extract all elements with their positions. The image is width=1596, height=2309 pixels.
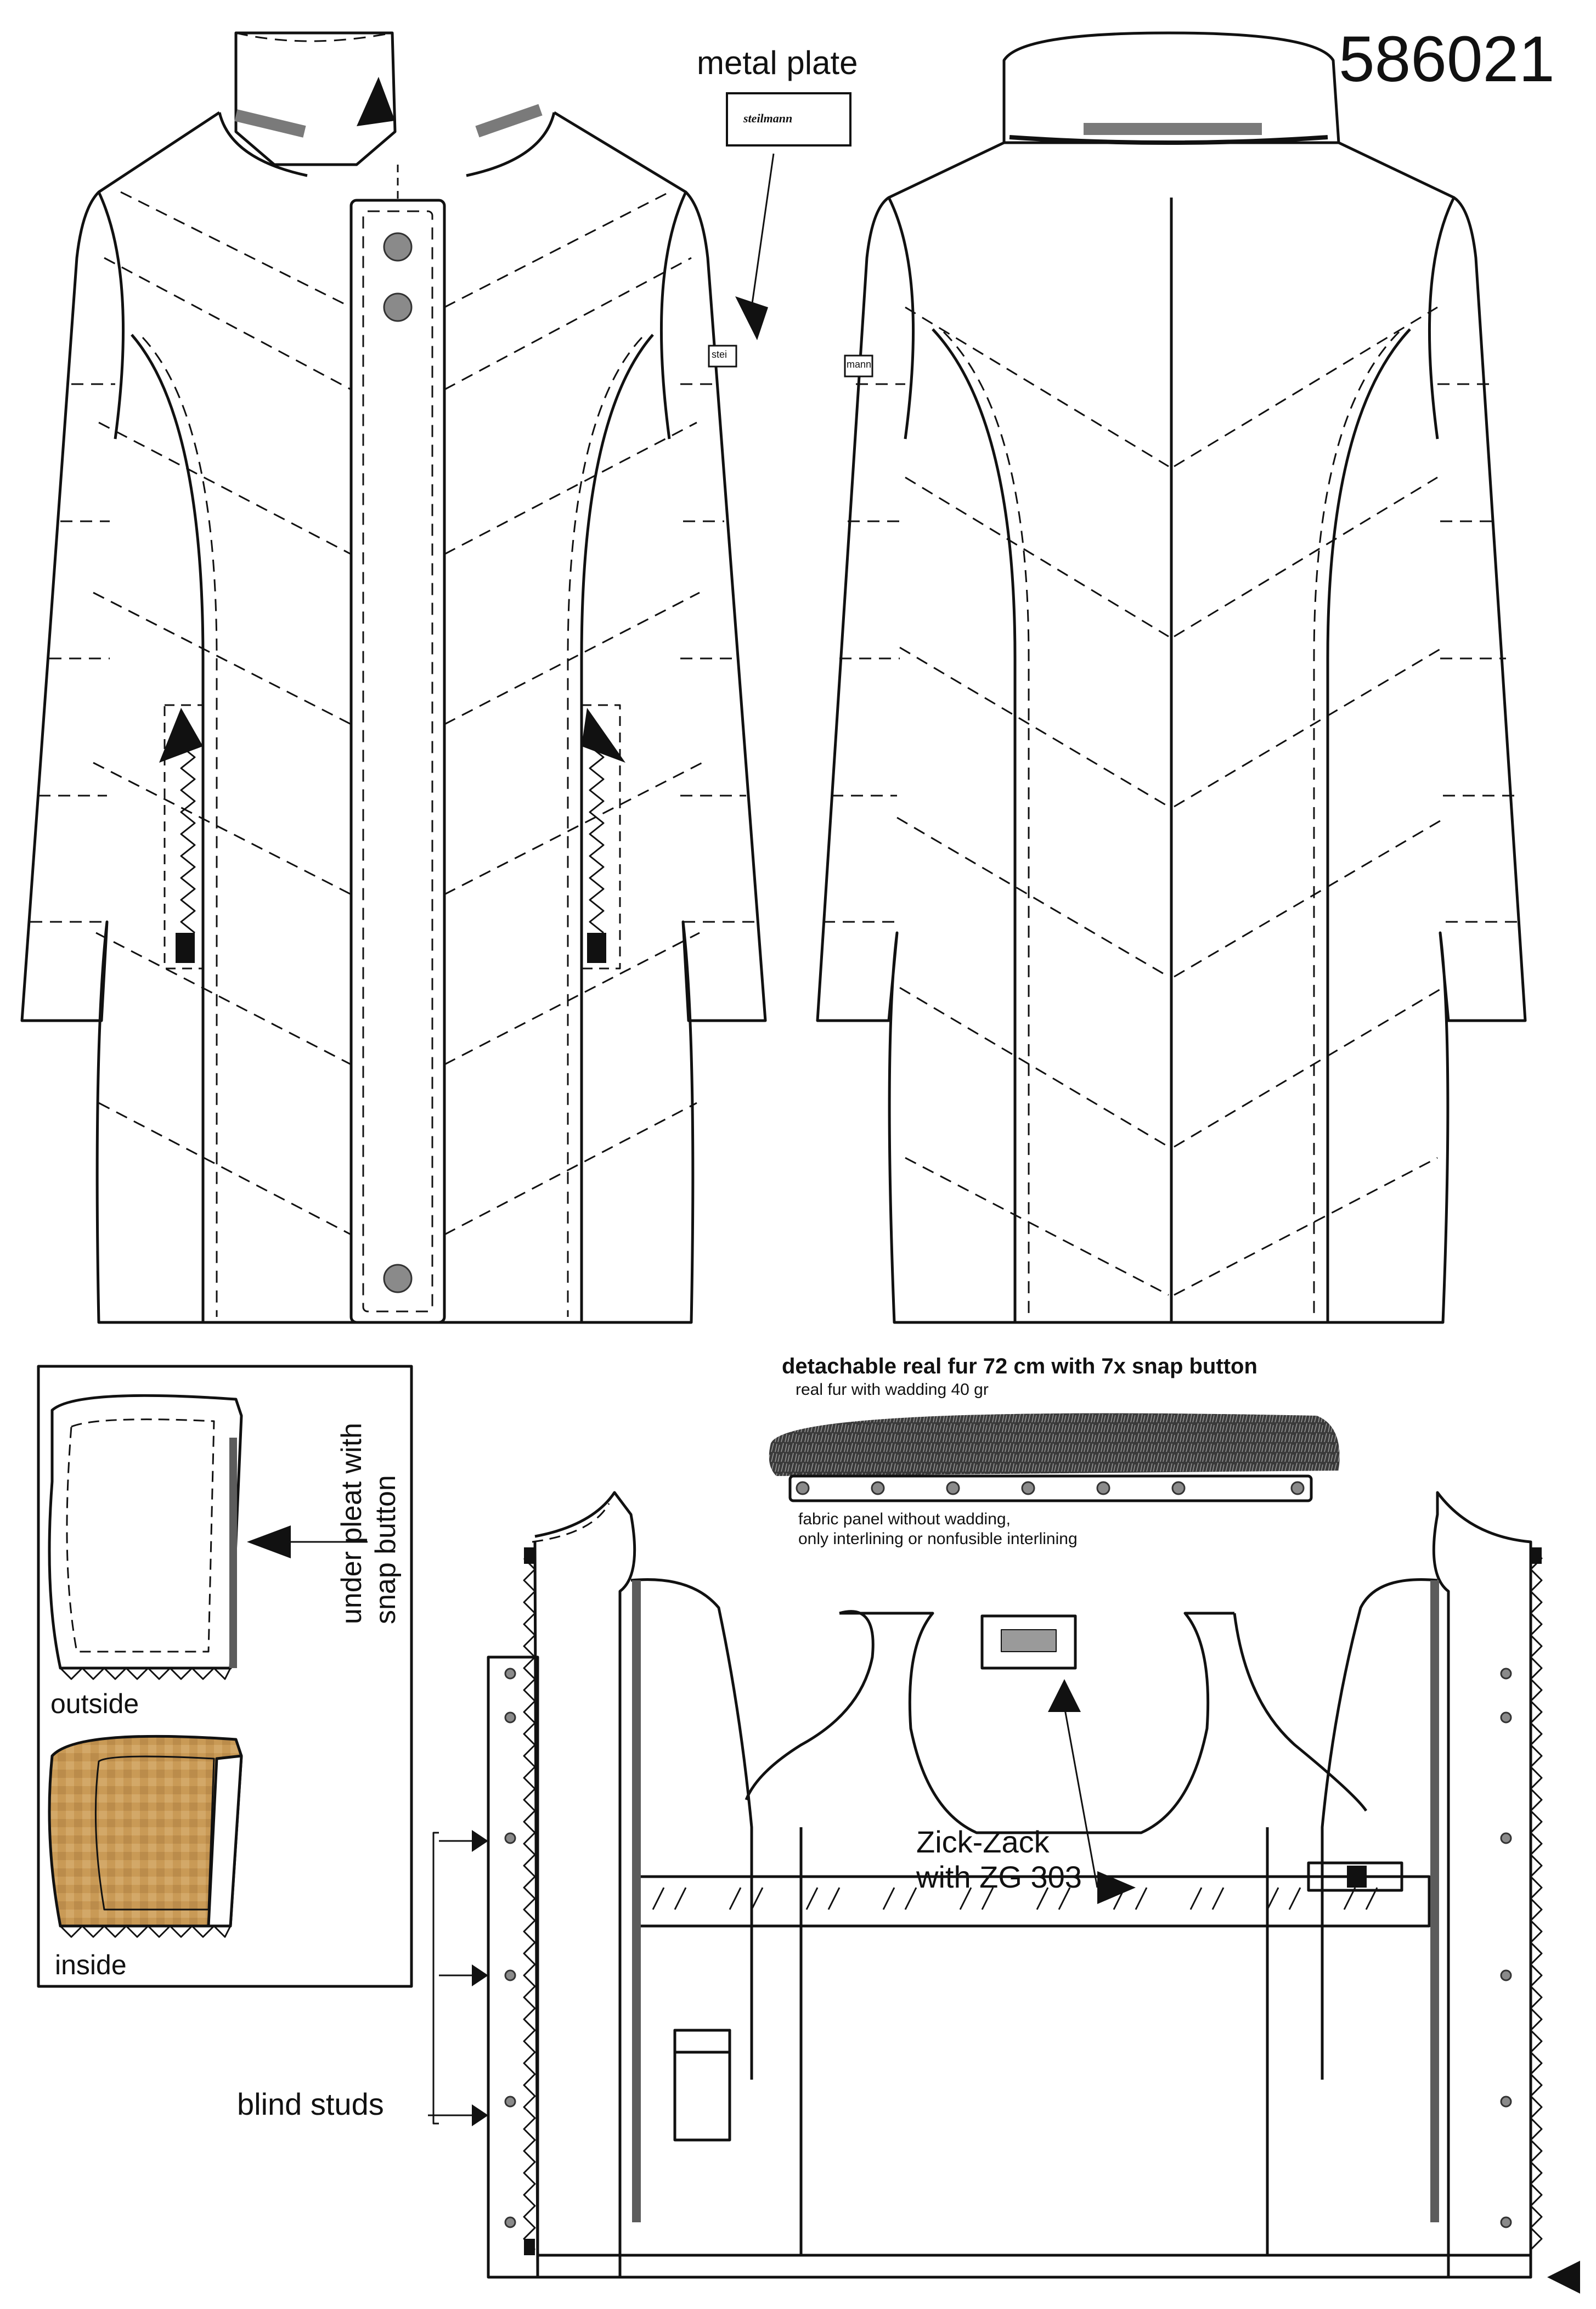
metal-plate-label: metal plate bbox=[697, 44, 858, 81]
fur-subtitle: real fur with wadding 40 gr bbox=[796, 1381, 989, 1399]
sleeve-plate-front bbox=[708, 345, 737, 368]
sleeve-plate-front-text: stei bbox=[712, 349, 727, 360]
inside-view bbox=[432, 1491, 1543, 2279]
pointer-lines bbox=[291, 153, 1098, 2116]
brand-tag-icon bbox=[1347, 1866, 1367, 1888]
panel-note-line1: fabric panel without wadding, bbox=[798, 1510, 1011, 1528]
zipper-pull-icon bbox=[159, 77, 1580, 2294]
arrow-icon bbox=[247, 296, 1136, 2126]
sleeve-plate-back bbox=[844, 354, 873, 378]
under-pleat-label: under pleat with snap button bbox=[336, 1422, 402, 1624]
collar-detail-box bbox=[37, 1365, 413, 1988]
style-number: 586021 bbox=[1339, 23, 1555, 95]
fur-trim bbox=[769, 1413, 1340, 1502]
zick-zack-label: Zick-Zack with ZG 303 bbox=[916, 1824, 1082, 1894]
blind-studs-label: blind studs bbox=[237, 2087, 384, 2121]
metal-plate-brand: steilmann bbox=[743, 111, 793, 125]
inside-label: inside bbox=[55, 1950, 127, 1980]
panel-note-line2: only interlining or nonfusible interlini… bbox=[798, 1530, 1078, 1548]
front-view bbox=[20, 31, 767, 1324]
fur-title: detachable real fur 72 cm with 7x snap b… bbox=[782, 1354, 1257, 1378]
metal-plate-callout bbox=[726, 92, 851, 147]
snap-button-icon bbox=[383, 232, 1512, 2228]
outside-label: outside bbox=[50, 1688, 139, 1719]
lining-detail bbox=[48, 1734, 243, 1938]
sleeve-plate-back-text: mann bbox=[847, 359, 872, 370]
back-view bbox=[816, 31, 1527, 1324]
